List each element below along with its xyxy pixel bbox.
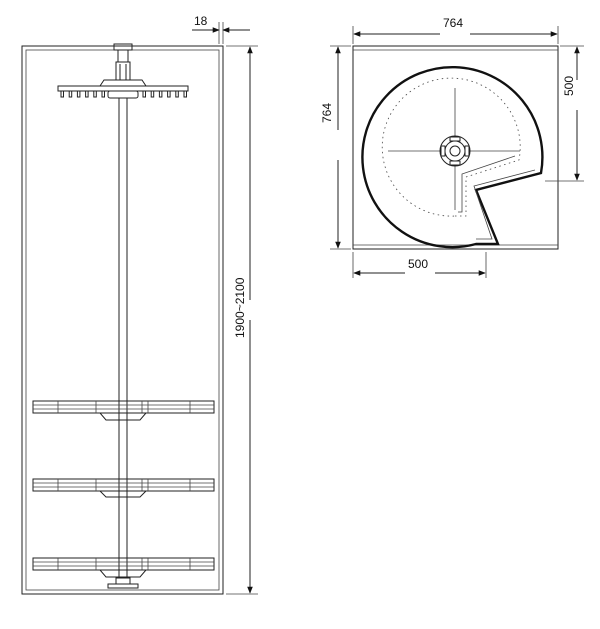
plan-dimension-top: 764 <box>352 16 559 44</box>
shelf-1 <box>32 400 215 421</box>
dim-18-label: 18 <box>194 14 208 28</box>
plan-dim-top-label: 764 <box>443 16 463 30</box>
plan-dimension-left: 764 <box>320 45 351 250</box>
central-pole <box>118 98 128 578</box>
elevation-view: 18 1900~2100 <box>21 14 258 595</box>
cabinet-outer <box>21 45 224 595</box>
shelf-3 <box>32 557 215 578</box>
dimension-height: 1900~2100 <box>226 45 258 595</box>
dimension-18: 18 <box>192 14 250 44</box>
rack-hook <box>60 90 64 98</box>
cabinet-inner <box>25 49 220 591</box>
carousel-inner-rail <box>381 77 521 217</box>
rack-hook <box>175 90 179 98</box>
rack-hook <box>85 90 89 98</box>
dim-height-label: 1900~2100 <box>233 277 247 338</box>
center-hub <box>439 135 471 167</box>
top-mount <box>113 43 133 81</box>
rack-hook <box>183 90 187 98</box>
rack-hook <box>93 90 97 98</box>
plan-dimension-bottom: 500 <box>352 252 487 278</box>
plan-cabinet-outer <box>352 45 559 250</box>
rack-hook <box>101 90 105 98</box>
rack-hook <box>150 90 155 98</box>
top-rack <box>57 79 189 99</box>
rack-hook <box>142 90 146 98</box>
plan-dim-left-label: 764 <box>320 103 334 123</box>
shelf-2 <box>32 478 215 498</box>
base-foot <box>107 577 139 589</box>
rack-hook <box>158 90 163 98</box>
rack-hook <box>68 90 73 98</box>
rack-hook <box>167 90 171 98</box>
plan-view: 764 764 500 500 <box>320 16 584 278</box>
plan-dim-bottom-label: 500 <box>408 257 428 271</box>
rack-hook <box>76 90 81 98</box>
plan-dimension-right: 500 <box>545 45 584 182</box>
carousel-tray-outer <box>361 65 544 249</box>
plan-dim-right-label: 500 <box>562 76 576 96</box>
